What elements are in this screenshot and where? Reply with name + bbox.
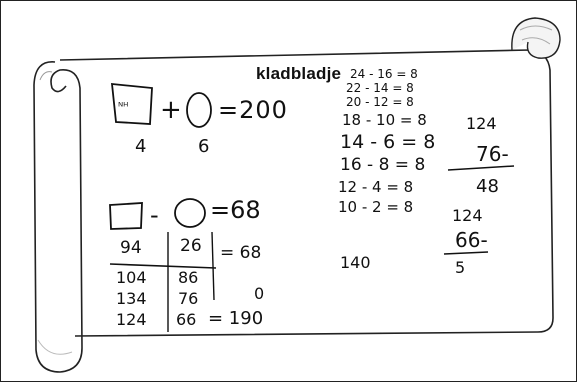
subtraction-item: 16 - 8 = 8 — [340, 155, 426, 175]
subtraction-item: 20 - 12 = 8 — [346, 95, 414, 109]
table-cell-left: 134 — [116, 289, 147, 308]
side-number: 140 — [340, 253, 371, 272]
subtraction-item: 22 - 14 = 8 — [346, 81, 414, 95]
square-shape-2 — [109, 202, 143, 230]
table-cell-right: 86 — [178, 268, 199, 287]
table-cell-result: 0 — [254, 284, 265, 303]
plus-sign: + — [160, 95, 182, 125]
subtraction-item: 10 - 2 = 8 — [338, 198, 414, 216]
table-cell-left: 94 — [120, 238, 142, 258]
subtraction-item: 12 - 4 = 8 — [338, 178, 414, 196]
equation-diff-total: =68 — [210, 196, 261, 224]
circle-shape — [186, 92, 212, 128]
table-cell-right: 66 — [176, 310, 197, 329]
table-cell-left: 124 — [116, 310, 147, 329]
table-cell-result: = 68 — [220, 243, 262, 263]
square-shape — [110, 82, 153, 125]
column-calc-subtrahend: 76- — [476, 142, 509, 166]
subtraction-item: 24 - 16 = 8 — [350, 67, 418, 81]
minus-sign: - — [150, 201, 159, 229]
page-title: kladbladje — [256, 64, 342, 83]
table-cell-result: = 190 — [208, 308, 264, 329]
subtraction-item: 14 - 6 = 8 — [340, 131, 436, 153]
table-cell-left: 104 — [116, 268, 147, 287]
equation-sum-total: =200 — [218, 96, 288, 124]
square-scribble: ᴺᴴ — [118, 100, 128, 113]
column-calc-result: 48 — [476, 176, 499, 197]
table-cell-right: 76 — [178, 289, 199, 308]
column-calc-subtrahend: 66- — [455, 228, 488, 252]
square-value: 4 — [135, 136, 147, 157]
circle-value: 6 — [198, 136, 210, 157]
subtraction-item: 18 - 10 = 8 — [342, 111, 427, 129]
column-calc-result: 5 — [455, 258, 466, 277]
table-cell-right: 26 — [180, 236, 202, 256]
circle-shape-2 — [174, 198, 206, 228]
column-calc-top: 124 — [452, 206, 483, 225]
scroll-roller-left — [33, 61, 83, 373]
column-calc-top: 124 — [466, 114, 497, 133]
